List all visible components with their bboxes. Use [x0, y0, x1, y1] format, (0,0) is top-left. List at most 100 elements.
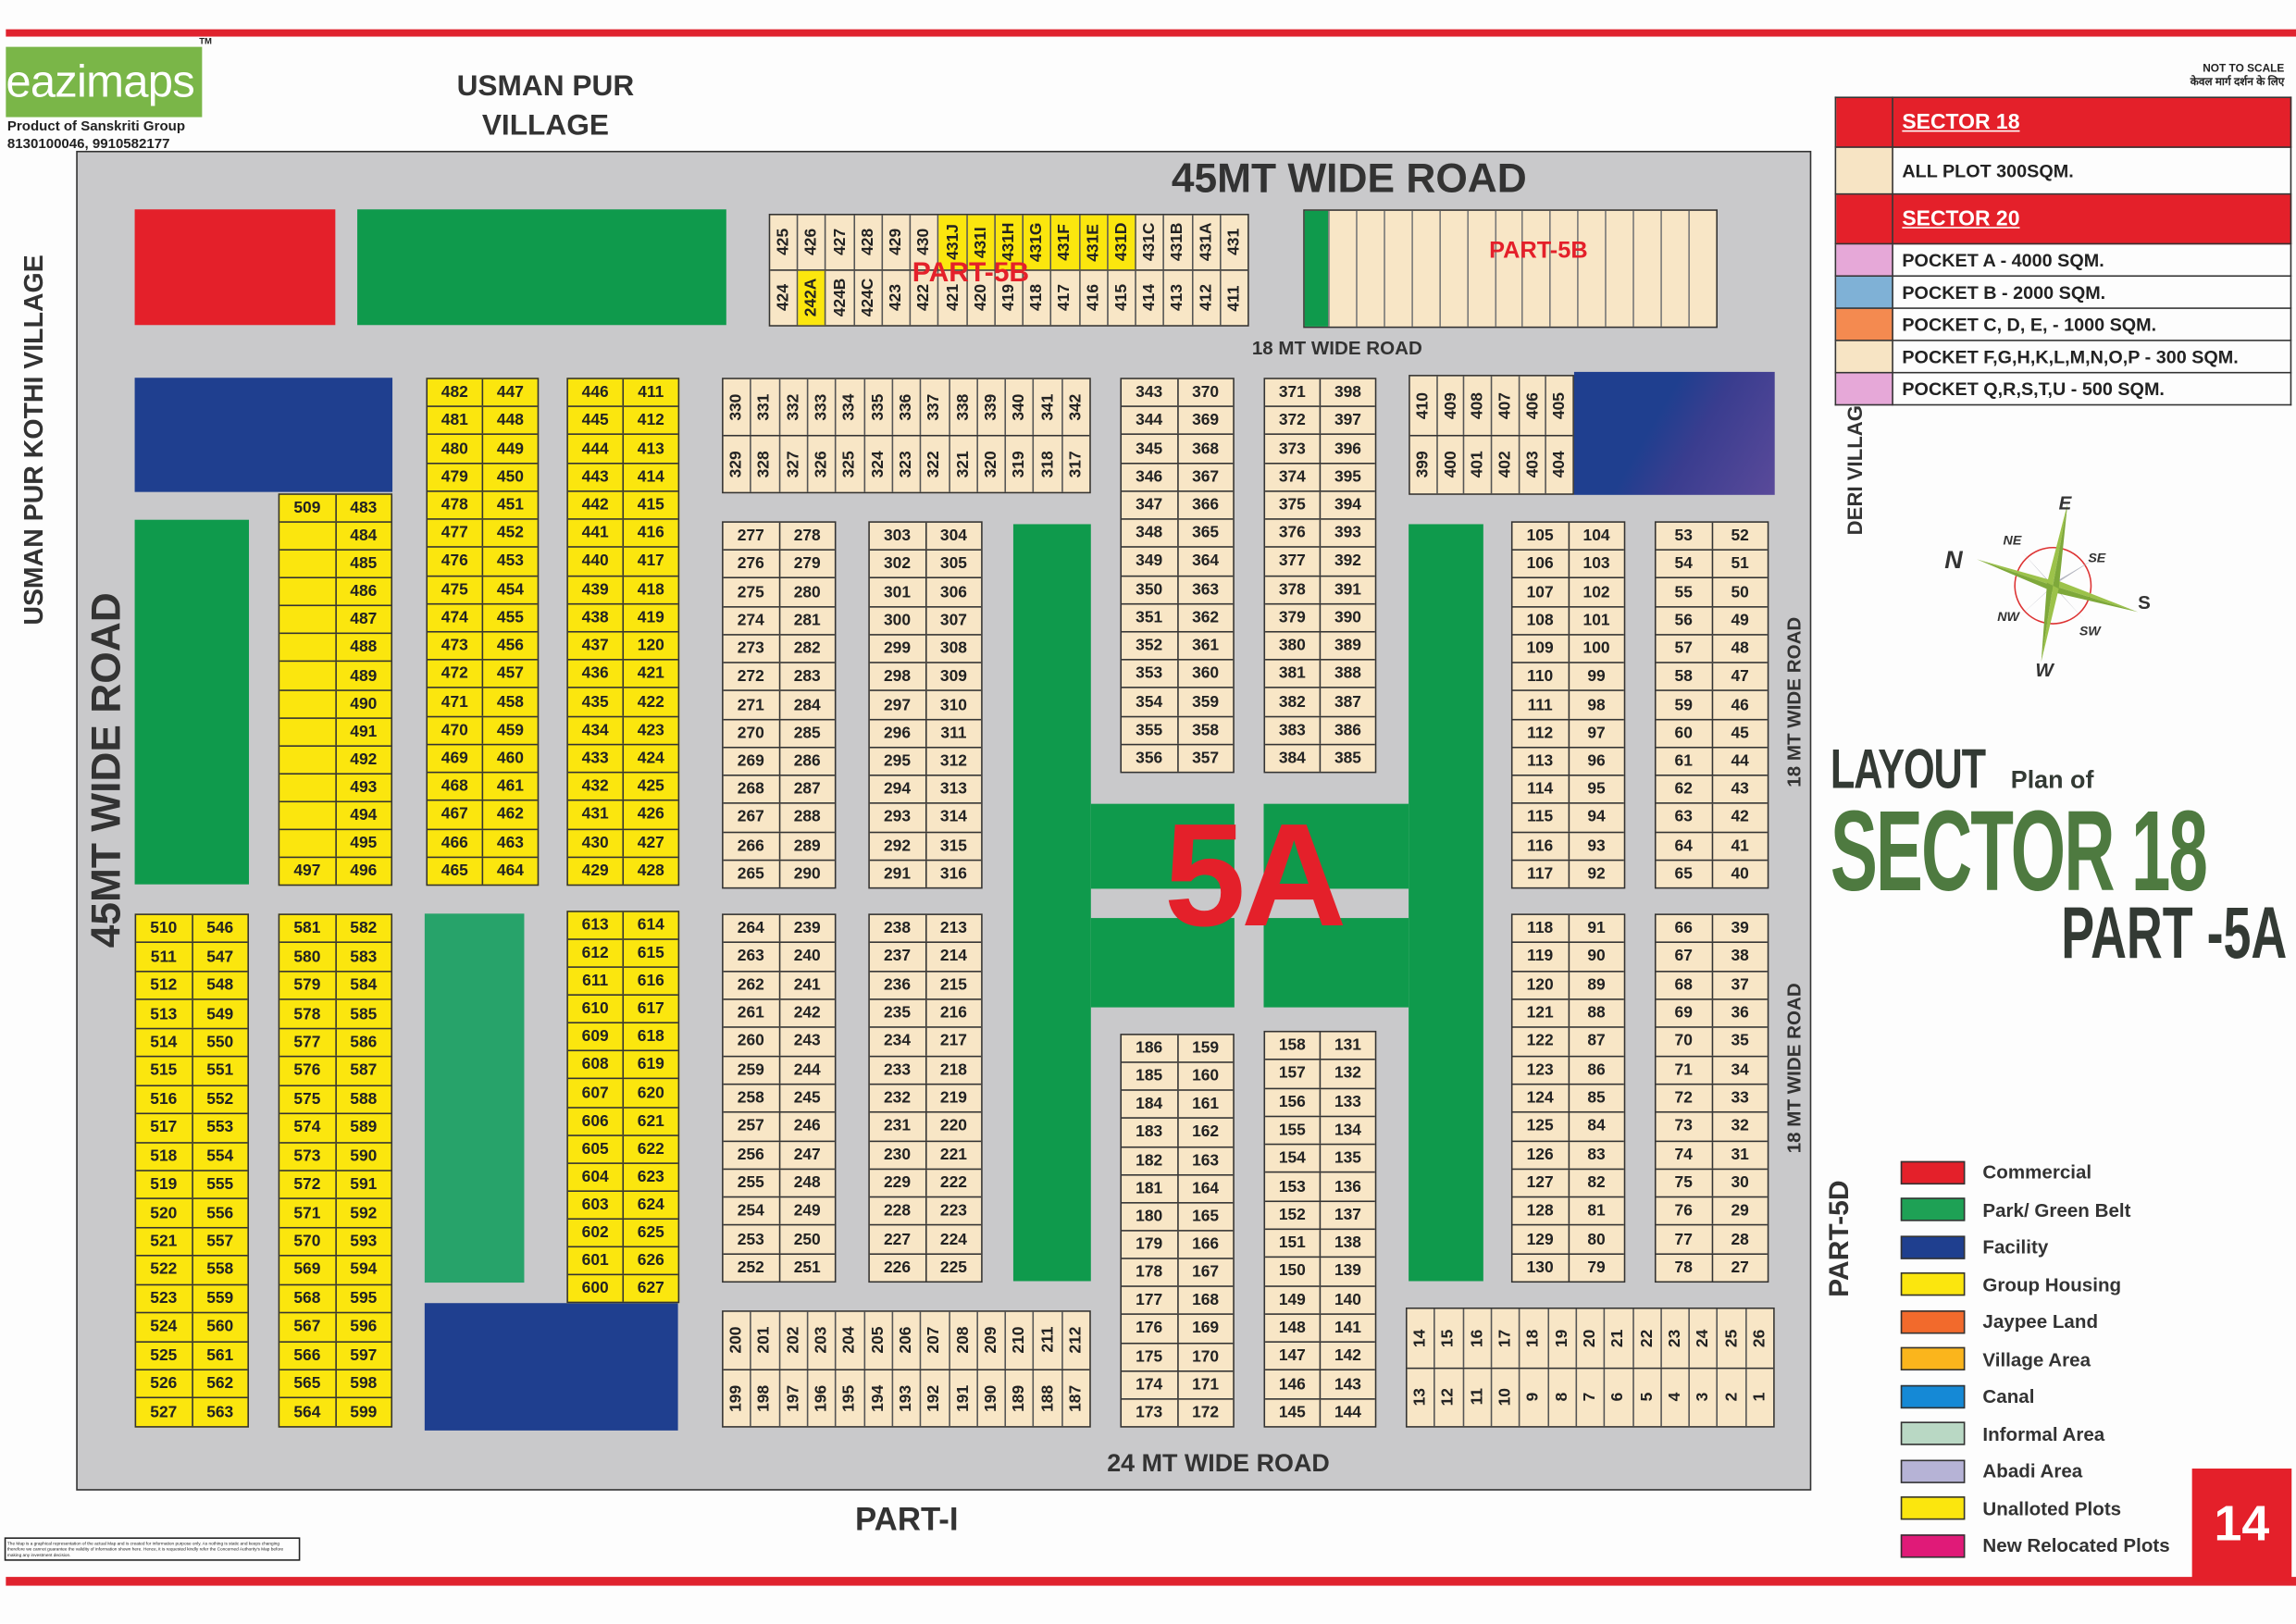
plot-cell[interactable]: 87	[1587, 1033, 1606, 1051]
plot-cell[interactable]: 382	[1265, 688, 1322, 716]
plot-cell[interactable]: 83	[1587, 1146, 1606, 1164]
plot-cell[interactable]: 492	[350, 750, 378, 769]
plot-cell[interactable]: 70	[1657, 1028, 1713, 1056]
plot-cell[interactable]: 456	[496, 637, 524, 655]
plot-cell[interactable]: 459	[496, 721, 524, 739]
plot-cell[interactable]: 463	[496, 834, 524, 852]
plot-cell[interactable]: 420	[967, 270, 996, 326]
plot-cell[interactable]: 407	[1492, 376, 1520, 435]
plot-cell[interactable]: 600	[568, 1275, 625, 1302]
plot-cell[interactable]: 366	[1192, 496, 1220, 514]
plot-cell[interactable]: 578	[279, 1000, 337, 1028]
plot-cell[interactable]: 129	[1512, 1226, 1570, 1254]
plot-cell[interactable]: 21	[1605, 1308, 1634, 1368]
plot-cell[interactable]: 115	[1512, 804, 1570, 832]
plot-cell[interactable]: 17	[1492, 1308, 1520, 1368]
plot-cell[interactable]: 431G	[1024, 215, 1052, 270]
plot-cell[interactable]: 242A	[798, 270, 827, 326]
plot-cell[interactable]: 254	[724, 1197, 780, 1225]
plot-cell[interactable]: 171	[1192, 1375, 1220, 1394]
plot-cell[interactable]: 153	[1265, 1173, 1322, 1200]
plot-cell[interactable]: 158	[1265, 1032, 1322, 1060]
plot-cell[interactable]: 228	[870, 1197, 926, 1225]
plot-cell[interactable]: 212	[1062, 1312, 1089, 1369]
plot-cell[interactable]: 486	[350, 583, 378, 601]
plot-cell[interactable]	[279, 634, 337, 662]
plot-cell[interactable]: 68	[1657, 972, 1713, 999]
plot-cell[interactable]: 208	[949, 1311, 978, 1369]
plot-cell[interactable]: 188	[1035, 1370, 1063, 1427]
plot-cell[interactable]: 359	[1192, 693, 1220, 712]
plot-cell[interactable]: 304	[939, 527, 967, 545]
plot-cell[interactable]: 443	[568, 464, 625, 490]
plot-cell[interactable]: 343	[1122, 378, 1178, 406]
plot-cell[interactable]: 151	[1265, 1230, 1322, 1257]
plot-cell[interactable]: 616	[637, 972, 664, 990]
plot-cell[interactable]: 598	[350, 1375, 378, 1394]
plot-cell[interactable]: 489	[350, 666, 378, 685]
plot-cell[interactable]: 26	[1746, 1309, 1773, 1367]
plot-cell[interactable]	[279, 578, 337, 605]
plot-cell[interactable]: 415	[1108, 270, 1136, 326]
plot-cell[interactable]: 256	[724, 1141, 780, 1169]
plot-cell[interactable]: 552	[206, 1090, 234, 1109]
plot-cell[interactable]: 392	[1334, 552, 1361, 571]
plot-cell[interactable]: 134	[1334, 1121, 1361, 1139]
plot-cell[interactable]: 4	[1662, 1368, 1691, 1427]
plot-cell[interactable]: 273	[724, 635, 780, 663]
plot-cell[interactable]: 152	[1265, 1201, 1322, 1229]
plot-cell[interactable]: 276	[724, 551, 780, 578]
plot-cell[interactable]: 605	[568, 1135, 625, 1162]
plot-cell[interactable]: 451	[496, 496, 524, 514]
plot-cell[interactable]: 412	[1193, 270, 1222, 326]
plot-cell[interactable]: 113	[1512, 748, 1570, 775]
plot-cell[interactable]: 248	[793, 1173, 821, 1192]
plot-cell[interactable]: 357	[1192, 750, 1220, 768]
plot-cell[interactable]: 452	[496, 524, 524, 542]
plot-cell[interactable]: 213	[939, 919, 967, 937]
plot-cell[interactable]: 291	[870, 861, 926, 887]
plot-cell[interactable]: 121	[1512, 999, 1570, 1027]
plot-cell[interactable]: 339	[978, 378, 1007, 435]
plot-cell[interactable]: 361	[1192, 637, 1220, 655]
plot-cell[interactable]: 562	[206, 1375, 234, 1394]
plot-cell[interactable]: 98	[1587, 696, 1606, 714]
plot-cell[interactable]: 50	[1731, 583, 1749, 601]
plot-cell[interactable]: 374	[1265, 464, 1322, 490]
plot-cell[interactable]: 362	[1192, 609, 1220, 626]
plot-cell[interactable]: 136	[1334, 1178, 1361, 1196]
plot-cell[interactable]: 312	[939, 752, 967, 771]
plot-cell[interactable]: 283	[793, 667, 821, 686]
plot-cell[interactable]: 409	[1437, 376, 1465, 435]
plot-cell[interactable]: 563	[206, 1403, 234, 1421]
plot-cell[interactable]	[279, 801, 337, 829]
plot-cell[interactable]: 513	[136, 1000, 193, 1028]
plot-cell[interactable]: 308	[939, 639, 967, 658]
plot-cell[interactable]: 93	[1587, 837, 1606, 855]
plot-cell[interactable]: 425	[637, 777, 664, 796]
plot-cell[interactable]: 1	[1746, 1369, 1773, 1426]
plot-cell[interactable]: 474	[428, 604, 484, 631]
plot-cell[interactable]: 613	[568, 911, 625, 939]
plot-cell[interactable]: 243	[793, 1033, 821, 1051]
plot-cell[interactable]: 101	[1582, 612, 1610, 630]
plot-cell[interactable]: 526	[136, 1370, 193, 1398]
plot-cell[interactable]: 476	[428, 548, 484, 576]
plot-cell[interactable]: 25	[1719, 1308, 1747, 1368]
plot-cell[interactable]	[279, 830, 337, 857]
plot-cell[interactable]: 351	[1122, 604, 1178, 631]
plot-cell[interactable]: 222	[939, 1173, 967, 1192]
plot-cell[interactable]: 270	[724, 719, 780, 747]
plot-cell[interactable]: 467	[428, 800, 484, 828]
plot-cell[interactable]: 323	[893, 436, 922, 492]
plot-cell[interactable]: 46	[1731, 696, 1749, 714]
plot-cell[interactable]: 447	[496, 383, 524, 402]
plot-cell[interactable]: 138	[1334, 1234, 1361, 1253]
plot-cell[interactable]: 278	[793, 527, 821, 545]
plot-cell[interactable]: 247	[793, 1146, 821, 1164]
plot-cell[interactable]: 63	[1657, 804, 1713, 832]
plot-cell[interactable]: 302	[870, 551, 926, 578]
plot-cell[interactable]: 394	[1334, 496, 1361, 514]
plot-cell[interactable]: 380	[1265, 632, 1322, 660]
plot-cell[interactable]: 377	[1265, 548, 1322, 576]
